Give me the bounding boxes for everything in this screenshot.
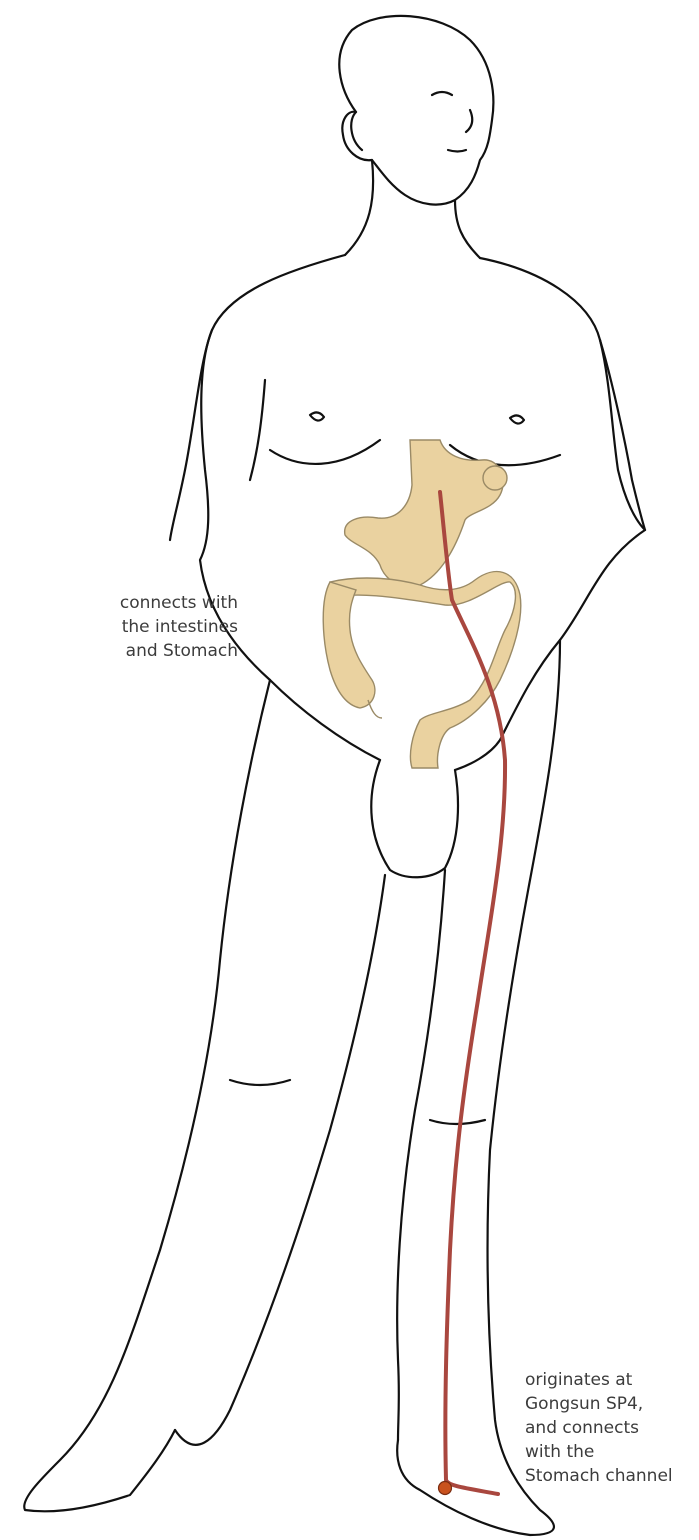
leg-right-inner: [397, 870, 445, 1440]
nose: [466, 110, 472, 132]
chest-line: [270, 440, 380, 464]
label-originates-gongsun: originates at Gongsun SP4, and connects …: [525, 1368, 673, 1488]
label-line: the intestines: [120, 615, 238, 639]
gongsun-sp4-point: [439, 1482, 452, 1495]
arm-left: [170, 330, 212, 540]
channel-line: [440, 492, 505, 1494]
leg-left-inner: [175, 875, 385, 1445]
colon-ascending: [323, 582, 375, 708]
stomach: [345, 440, 503, 586]
label-line: and connects: [525, 1416, 673, 1440]
label-connects-intestines: connects with the intestines and Stomach: [120, 591, 238, 663]
arm-right: [600, 340, 645, 530]
body-outline: [24, 16, 645, 1535]
label-line: and Stomach: [120, 639, 238, 663]
eye: [432, 92, 452, 95]
genitals: [371, 760, 458, 877]
mouth: [448, 150, 466, 152]
label-line: Stomach channel: [525, 1464, 673, 1488]
neck-left: [345, 160, 373, 255]
nipple-left: [310, 412, 324, 420]
organs: [323, 440, 521, 768]
neck-right: [455, 200, 480, 258]
ear: [351, 112, 362, 150]
label-line: Gongsun SP4,: [525, 1392, 673, 1416]
label-line: with the: [525, 1440, 673, 1464]
arm-left-inner: [250, 380, 265, 480]
nipple-right: [510, 415, 524, 423]
leg-left-outer: [24, 680, 270, 1511]
label-line: connects with: [120, 591, 238, 615]
label-line: originates at: [525, 1368, 673, 1392]
gallbladder: [483, 466, 507, 490]
knee-left: [230, 1080, 290, 1085]
knee-right: [430, 1120, 485, 1124]
